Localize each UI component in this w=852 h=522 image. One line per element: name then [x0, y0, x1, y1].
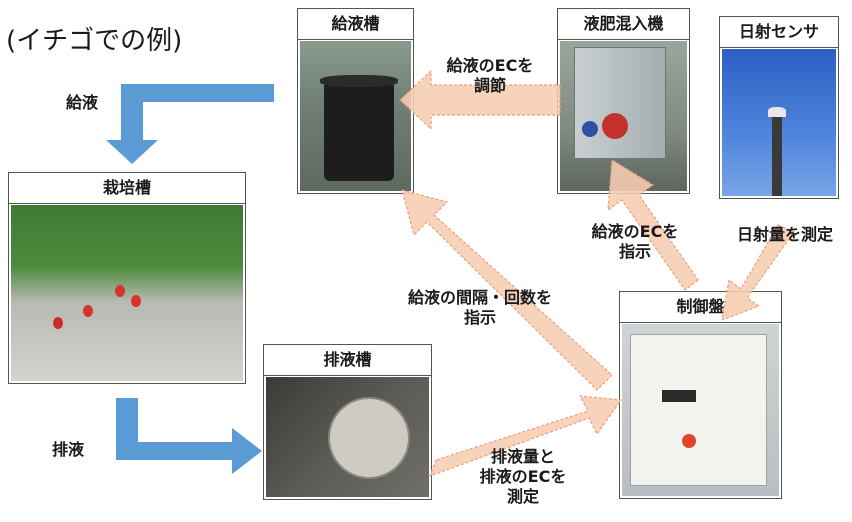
drain-tank-panel: 排液槽 — [263, 344, 432, 500]
fertilizer-mixer-title: 液肥混入機 — [558, 9, 689, 40]
instruct-interval-label-line2: 指示 — [463, 308, 496, 327]
drain-measure-label-line1: 排液量と — [490, 447, 555, 466]
control-display — [662, 390, 696, 402]
strawberry-3 — [83, 305, 93, 317]
mixer-cabinet — [574, 47, 666, 159]
drain-measure-label-line3: 測定 — [506, 487, 539, 506]
control-panel-photo — [622, 324, 779, 496]
mixer-red-part — [602, 113, 628, 139]
drain-tank-lid — [328, 397, 410, 479]
mixer-blue-part — [582, 121, 598, 137]
cultivation-bed-photo — [11, 205, 243, 381]
instruct-ec-label-line2: 指示 — [618, 242, 651, 261]
supply-label: 給液 — [65, 93, 98, 112]
supply-tank-photo — [300, 41, 411, 191]
instruct-interval-label-line1: 給液の間隔・回数を — [407, 288, 552, 307]
adjust-ec-label-line1: 給液のECを — [446, 56, 534, 75]
adjust-ec-label: 給液のECを 調節 — [420, 56, 560, 96]
strawberry-2 — [131, 295, 141, 307]
sensor-head — [768, 107, 786, 117]
solar-sensor-title: 日射センサ — [720, 17, 838, 48]
instruct-ec-label-line1: 給液のECを — [591, 222, 679, 241]
strawberry-1 — [115, 285, 125, 297]
drain-flow-arrow — [116, 398, 262, 474]
fertilizer-mixer-photo — [560, 41, 687, 191]
supply-tank-panel: 給液槽 — [297, 8, 414, 194]
solar-sensor-panel: 日射センサ — [719, 16, 839, 199]
drain-tank-title: 排液槽 — [264, 345, 431, 376]
adjust-ec-label-line2: 調節 — [473, 76, 506, 95]
drain-label: 排液 — [51, 440, 84, 459]
control-panel-title: 制御盤 — [620, 292, 781, 323]
instruct-ec-label: 給液のECを 指示 — [560, 222, 710, 262]
drain-tank-photo — [266, 377, 429, 497]
supply-flow-arrow — [106, 84, 274, 164]
control-button-red — [682, 434, 696, 448]
control-cabinet — [630, 334, 767, 486]
control-panel-panel: 制御盤 — [619, 291, 782, 499]
fertilizer-mixer-panel: 液肥混入機 — [557, 8, 690, 194]
solar-sensor-photo — [722, 49, 836, 196]
sensor-pole — [772, 109, 782, 196]
diagram-caption: (イチゴでの例) — [6, 26, 183, 56]
measure-solar-label: 日射量を測定 — [736, 225, 833, 244]
cultivation-bed-panel: 栽培槽 — [8, 172, 246, 384]
cultivation-bed-title: 栽培槽 — [9, 173, 245, 204]
tank-body — [324, 81, 394, 181]
strawberry-4 — [53, 317, 63, 329]
drain-measure-label-line2: 排液のECを — [479, 467, 567, 486]
drain-measure-label: 排液量と 排液のECを 測定 — [448, 447, 598, 507]
instruct-interval-label: 給液の間隔・回数を 指示 — [360, 288, 600, 328]
tank-lid — [320, 75, 398, 87]
supply-tank-title: 給液槽 — [298, 9, 413, 40]
